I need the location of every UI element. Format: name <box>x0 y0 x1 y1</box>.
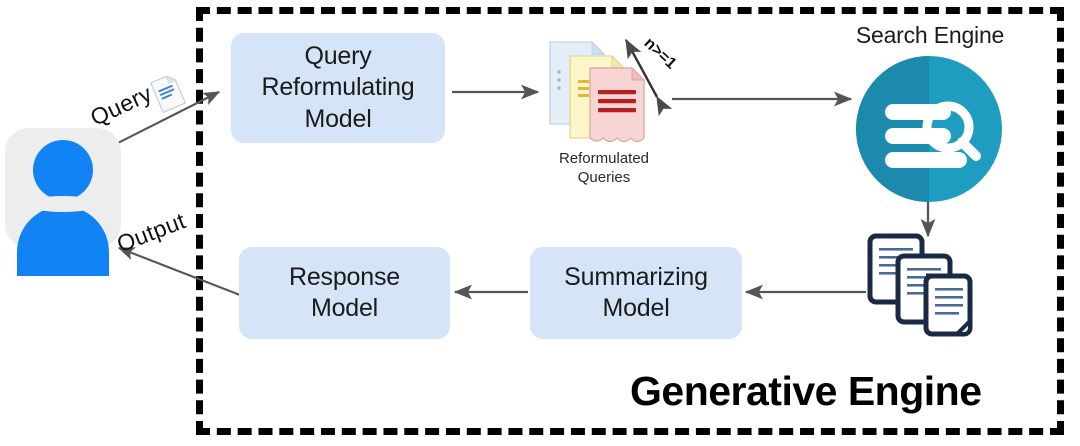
search-engine-label: Search Engine <box>855 22 1005 48</box>
search-engine-icon[interactable] <box>856 56 1002 202</box>
generative-engine-boundary <box>196 7 1064 435</box>
document-emoji-icon <box>149 75 187 114</box>
generative-engine-title: Generative Engine <box>630 368 982 414</box>
stacked-documents-icon <box>546 38 666 146</box>
person-icon-head <box>33 140 93 200</box>
node-query-reformulating-model[interactable]: Query Reformulating Model <box>231 33 445 143</box>
reformulated-queries-caption: Reformulated Queries <box>558 150 650 186</box>
reformulated-doc-red <box>589 66 646 143</box>
edge-label-query: Query <box>86 79 156 131</box>
retrieved-documents-icon <box>864 232 1000 344</box>
edge-label-output: Output <box>113 207 190 258</box>
person-icon-body <box>17 206 109 276</box>
user-avatar <box>5 128 121 276</box>
retrieved-doc-front <box>923 273 973 337</box>
person-icon-neck-gap <box>26 196 100 212</box>
node-summarizing-model[interactable]: Summarizing Model <box>530 247 742 339</box>
node-response-model[interactable]: Response Model <box>239 247 450 339</box>
